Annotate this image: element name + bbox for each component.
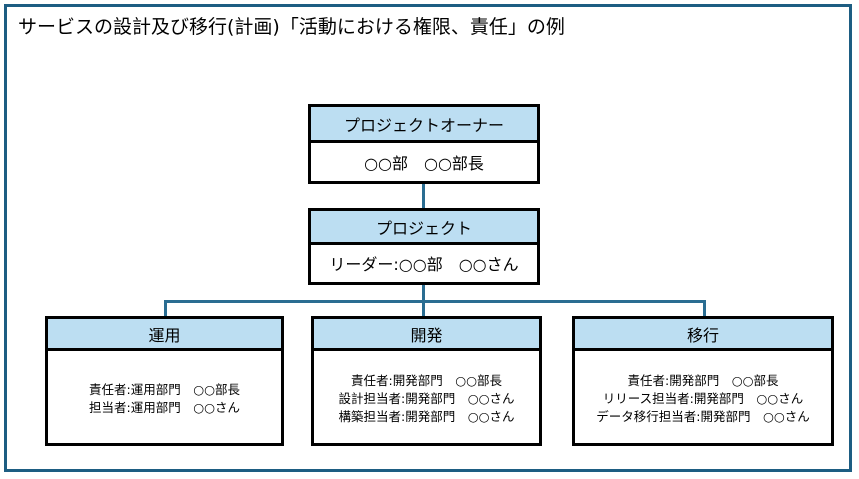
node-development-body: 責任者:開発部門 ○○部長 設計担当者:開発部門 ○○さん 構築担当者:開発部門…: [314, 351, 539, 446]
node-project-line-1: リーダー:○○部 ○○さん: [329, 255, 519, 274]
node-migration[interactable]: 移行 責任者:開発部門 ○○部長 リリース担当者:開発部門 ○○さん データ移行…: [572, 316, 834, 446]
node-development-line-1: 責任者:開発部門 ○○部長: [350, 372, 503, 388]
node-operations-line-1: 責任者:運用部門 ○○部長: [88, 381, 241, 397]
node-project-header: プロジェクト: [311, 211, 537, 245]
node-operations-body: 責任者:運用部門 ○○部長 担当者:運用部門 ○○さん: [48, 351, 281, 446]
page-title: サービスの設計及び移行(計画)「活動における権限、責任」の例: [18, 16, 565, 38]
connector-horizontal-bus: [164, 300, 706, 303]
node-project-owner-header: プロジェクトオーナー: [311, 107, 537, 143]
connector-bus-to-mig: [703, 300, 706, 318]
node-project-owner-line-1: ○○部 ○○部長: [364, 153, 484, 173]
connector-project-to-bus: [422, 284, 425, 303]
node-operations-line-2: 担当者:運用部門 ○○さん: [88, 399, 241, 415]
node-migration-line-3: データ移行担当者:開発部門 ○○さん: [596, 408, 810, 424]
connector-bus-to-dev: [422, 300, 425, 318]
node-operations[interactable]: 運用 責任者:運用部門 ○○部長 担当者:運用部門 ○○さん: [45, 316, 284, 446]
node-development-line-2: 設計担当者:開発部門 ○○さん: [338, 390, 515, 406]
node-project-body: リーダー:○○部 ○○さん: [311, 245, 537, 285]
node-project-owner-body: ○○部 ○○部長: [311, 143, 537, 184]
node-operations-header: 運用: [48, 319, 281, 351]
node-migration-body: 責任者:開発部門 ○○部長 リリース担当者:開発部門 ○○さん データ移行担当者…: [575, 351, 831, 446]
node-development-header: 開発: [314, 319, 539, 351]
node-project-owner[interactable]: プロジェクトオーナー ○○部 ○○部長: [308, 104, 540, 184]
node-migration-line-2: リリース担当者:開発部門 ○○さん: [602, 390, 804, 406]
node-development-line-3: 構築担当者:開発部門 ○○さん: [338, 408, 515, 424]
node-migration-line-1: 責任者:開発部門 ○○部長: [627, 372, 779, 388]
node-project[interactable]: プロジェクト リーダー:○○部 ○○さん: [308, 208, 540, 285]
node-migration-header: 移行: [575, 319, 831, 351]
connector-bus-to-ops: [164, 300, 167, 318]
node-development[interactable]: 開発 責任者:開発部門 ○○部長 設計担当者:開発部門 ○○さん 構築担当者:開…: [311, 316, 542, 446]
connector-owner-to-project: [422, 183, 425, 210]
